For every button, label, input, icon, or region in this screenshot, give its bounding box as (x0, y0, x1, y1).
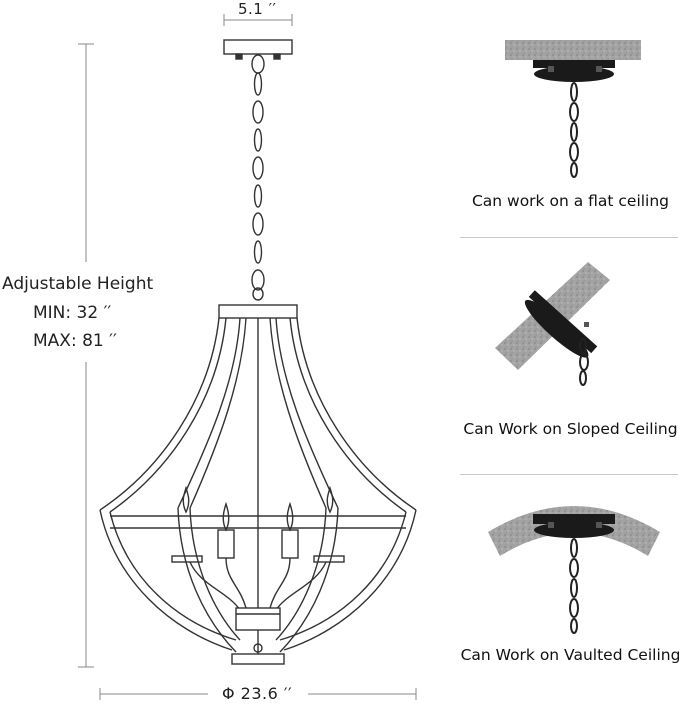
height-dimension-line (78, 43, 94, 668)
vaulted-ceiling-illustration (488, 506, 660, 634)
diameter-label: Φ 23.6 ′′ (222, 684, 293, 703)
canopy-width-dimension (223, 14, 293, 26)
adjustable-height-title: Adjustable Height (2, 274, 154, 294)
sloped-ceiling-illustration (495, 262, 610, 386)
flat-ceiling-illustration (505, 40, 641, 178)
diameter-dimension-line (99, 688, 417, 700)
max-height-label: MAX: 81 ′′ (33, 331, 117, 351)
canopy-width-label: 5.1 ′′ (238, 0, 277, 18)
sloped-ceiling-caption: Can Work on Sloped Ceiling (463, 420, 678, 438)
min-height-label: MIN: 32 ′′ (33, 303, 112, 323)
section-divider (460, 474, 678, 475)
flat-ceiling-caption: Can work on a flat ceiling (471, 192, 670, 210)
chandelier-outline (99, 39, 417, 665)
section-divider (460, 237, 678, 238)
vaulted-ceiling-caption: Can Work on Vaulted Ceiling (460, 646, 679, 664)
